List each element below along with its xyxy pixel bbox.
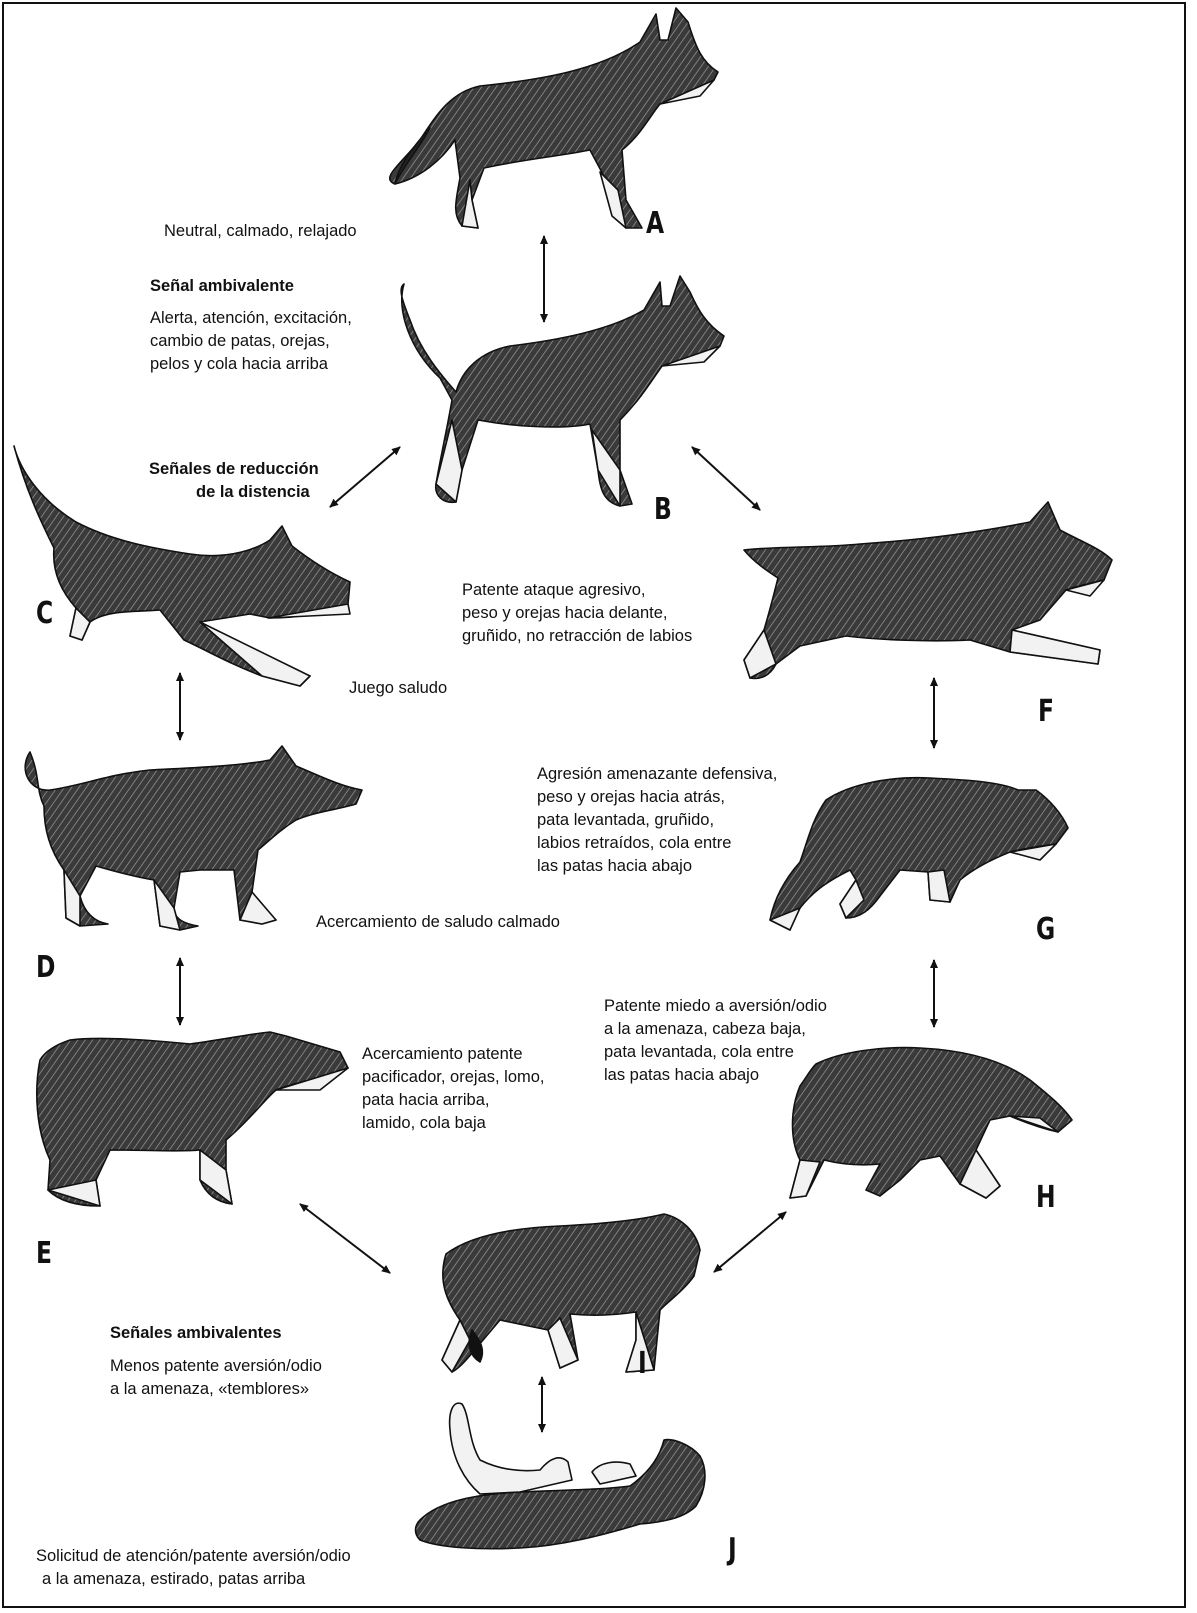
arrow-b-f (692, 447, 760, 510)
dog-ambivalent-crouch-icon (442, 1214, 700, 1372)
caption-j-line: a la amenaza, estirado, patas arriba (42, 1569, 305, 1590)
caption-e-line: pacificador, orejas, lomo, (362, 1067, 545, 1088)
caption-g-line: las patas hacia abajo (537, 856, 692, 877)
posture-letter: H (1036, 1180, 1056, 1215)
caption-c-title: de la distencia (196, 482, 310, 503)
posture-letter: F (1038, 694, 1054, 729)
posture-letter: E (36, 1236, 52, 1271)
caption-d: Acercamiento de saludo calmado (316, 912, 560, 933)
dog-standing-neutral-icon (390, 8, 718, 228)
posture-letter: G (1036, 912, 1055, 947)
caption-h-line: las patas hacia abajo (604, 1065, 759, 1086)
caption-c: Juego saludo (349, 678, 447, 699)
dog-fearful-head-low-icon (790, 1048, 1072, 1198)
dog-aggressive-charge-icon (744, 502, 1112, 678)
caption-g-line: peso y orejas hacia atrás, (537, 787, 725, 808)
caption-b-line: Alerta, atención, excitación, (150, 308, 352, 329)
caption-f-line: Patente ataque agresivo, (462, 580, 645, 601)
caption-b-line: cambio de patas, orejas, (150, 331, 330, 352)
caption-i-line: a la amenaza, «temblores» (110, 1379, 309, 1400)
caption-b-line: pelos y cola hacia arriba (150, 354, 328, 375)
dog-on-back-icon (416, 1403, 705, 1549)
posture-letter: A (646, 206, 664, 241)
arrow-h-i (714, 1212, 786, 1272)
caption-c-title: Señales de reducción (149, 459, 319, 480)
caption-g-line: pata levantada, gruñido, (537, 810, 714, 831)
caption-h-line: a la amenaza, cabeza baja, (604, 1019, 806, 1040)
caption-e-line: Acercamiento patente (362, 1044, 523, 1065)
caption-i-title: Señales ambivalentes (110, 1323, 282, 1344)
caption-a: Neutral, calmado, relajado (164, 221, 357, 242)
caption-g-line: labios retraídos, cola entre (537, 833, 731, 854)
posture-letter: D (36, 950, 55, 985)
dog-alert-tail-up-icon (401, 276, 724, 506)
caption-f-line: peso y orejas hacia delante, (462, 603, 667, 624)
caption-i-line: Menos patente aversión/odio (110, 1356, 322, 1377)
dog-appeasing-approach-icon (37, 1032, 348, 1206)
posture-letter: J (728, 1532, 737, 1567)
dog-calm-approach-icon (25, 746, 362, 930)
dog-defensive-threat-icon (770, 778, 1068, 930)
posture-letter: B (654, 492, 672, 527)
posture-letter: C (36, 596, 53, 631)
caption-e-line: pata hacia arriba, (362, 1090, 490, 1111)
arrow-b-c (330, 447, 400, 507)
caption-b-title: Señal ambivalente (150, 276, 294, 297)
caption-f-line: gruñido, no retracción de labios (462, 626, 692, 647)
caption-h-line: Patente miedo a aversión/odio (604, 996, 827, 1017)
caption-g-line: Agresión amenazante defensiva, (537, 764, 777, 785)
caption-h-line: pata levantada, cola entre (604, 1042, 794, 1063)
posture-letter: I (638, 1346, 647, 1381)
caption-j-line: Solicitud de atención/patente aversión/o… (36, 1546, 351, 1567)
caption-e-line: lamido, cola baja (362, 1113, 486, 1134)
arrow-e-i (300, 1204, 390, 1273)
